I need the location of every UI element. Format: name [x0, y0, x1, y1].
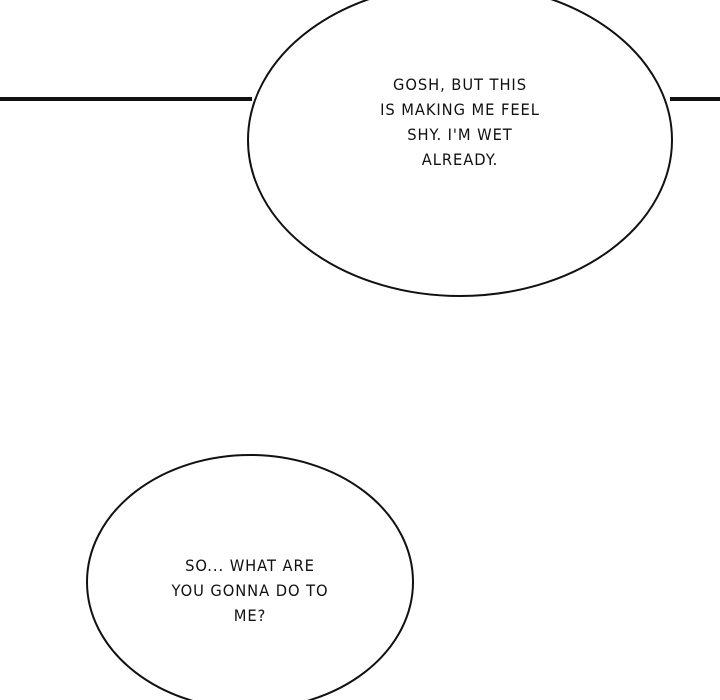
dialogue-line: YOU GONNA DO TO [171, 581, 329, 600]
dialogue-line: GOSH, BUT THIS [393, 75, 527, 94]
speech-bubble-1 [247, 0, 673, 297]
dialogue-line: ALREADY. [421, 150, 499, 169]
panel-border-line-right [670, 97, 720, 101]
speech-bubble-2 [86, 454, 414, 700]
speech-bubble-2-text: SO... WHAT ARE YOU GONNA DO TO ME? [130, 553, 369, 628]
panel-border-line-left [0, 97, 252, 101]
dialogue-line: ME? [233, 606, 267, 625]
dialogue-line: IS MAKING ME FEEL [380, 100, 540, 119]
speech-bubble-1-text: GOSH, BUT THIS IS MAKING ME FEEL SHY. I'… [340, 72, 579, 172]
dialogue-line: SHY. I'M WET [407, 125, 513, 144]
dialogue-line: SO... WHAT ARE [185, 556, 315, 575]
